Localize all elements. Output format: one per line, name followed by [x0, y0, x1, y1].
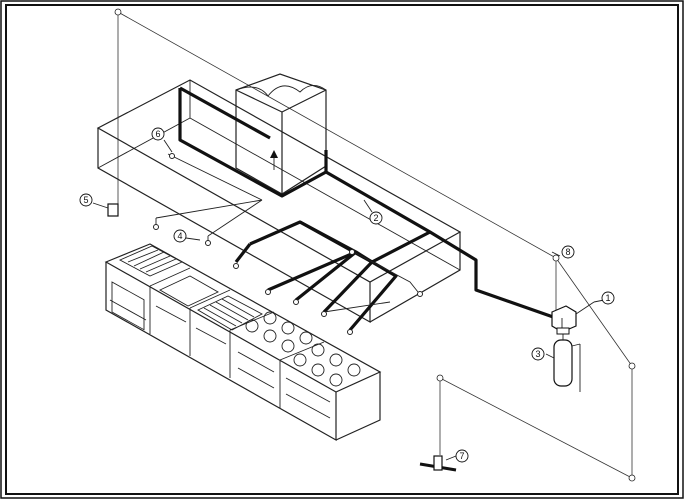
callout-8-label: 8: [565, 247, 570, 257]
pull-station: [92, 202, 119, 217]
cooking-line: [104, 243, 382, 442]
inner-border: [5, 4, 679, 495]
exhaust-duct: [235, 73, 327, 195]
control-box: [551, 301, 595, 333]
callout-8: 8: [561, 245, 575, 259]
gas-shutoff-valve: [419, 455, 457, 472]
callout-4-label: 4: [177, 231, 182, 241]
callout-3: 3: [531, 347, 545, 361]
callout-7: 7: [455, 449, 469, 463]
callout-5: 5: [79, 193, 93, 207]
callout-2: 2: [369, 211, 383, 225]
exhaust-hood: [96, 79, 462, 324]
callout-6: 6: [151, 127, 165, 141]
callout-leaders: [163, 139, 605, 359]
cable-loop: [112, 8, 636, 482]
callout-5-label: 5: [83, 195, 88, 205]
callout-2-label: 2: [373, 213, 378, 223]
callout-1: 1: [601, 291, 615, 305]
callout-1-label: 1: [605, 293, 610, 303]
callout-3-label: 3: [535, 349, 540, 359]
callout-7-label: 7: [459, 451, 464, 461]
agent-cylinder: [553, 327, 581, 392]
callout-4: 4: [173, 229, 187, 243]
callout-6-label: 6: [155, 129, 160, 139]
detection-line: [155, 153, 419, 313]
nozzles: [153, 153, 423, 335]
